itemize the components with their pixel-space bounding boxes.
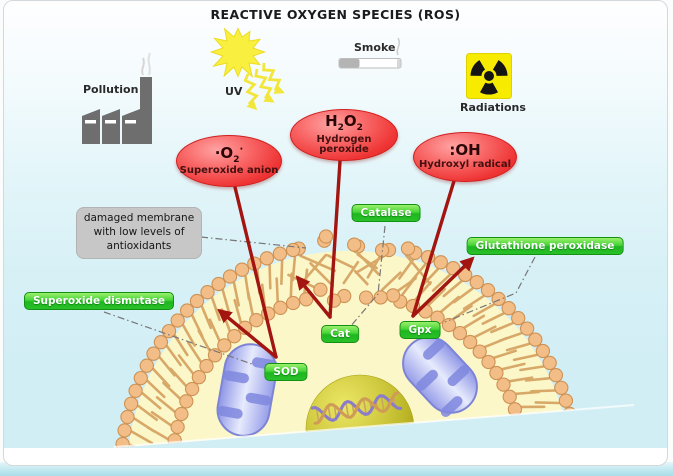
cigarette-icon bbox=[338, 37, 402, 69]
mitochondrion bbox=[402, 336, 478, 417]
peroxide-to-cat-line bbox=[328, 159, 342, 319]
superoxide-anion-bubble: ·O2· Superoxide anion bbox=[176, 135, 282, 187]
gpx-pill: Gpx bbox=[399, 321, 441, 339]
connector-lines bbox=[103, 225, 536, 365]
dna-icon bbox=[310, 391, 403, 425]
hydroxyl-to-gpx-line bbox=[411, 179, 456, 318]
sod-connector bbox=[103, 311, 253, 365]
hydroxyl-formula: :OH bbox=[449, 141, 481, 160]
note-line-1: damaged membrane bbox=[83, 212, 195, 225]
superoxide-dismutase-pill: Superoxide dismutase bbox=[24, 292, 174, 310]
smoke-label: Smoke bbox=[354, 41, 396, 54]
diagram-scene: REACTIVE OXYGEN SPECIES (ROS) Pollution … bbox=[4, 1, 667, 448]
note-connector bbox=[200, 236, 307, 249]
radiation-icon bbox=[466, 53, 512, 99]
uv-ray-arrow bbox=[254, 68, 275, 103]
cat-pill: Cat bbox=[321, 325, 359, 343]
glutathione-peroxidase-pill: Glutathione peroxidase bbox=[466, 237, 624, 255]
uv-label: UV bbox=[225, 85, 243, 98]
page-title: REACTIVE OXYGEN SPECIES (ROS) bbox=[210, 7, 461, 22]
hydroxyl-name: Hydroxyl radical bbox=[418, 159, 512, 171]
note-line-2: with low levels of bbox=[93, 226, 185, 239]
radiations-label: Radiations bbox=[460, 101, 526, 114]
superoxide-formula: ·O2· bbox=[214, 144, 244, 166]
catalase-connector bbox=[349, 225, 386, 328]
hydroxyl-radical-bubble: :OH Hydroxyl radical bbox=[413, 132, 517, 182]
superoxide-to-sod-line bbox=[232, 181, 278, 359]
uv-ray-arrow bbox=[262, 62, 285, 94]
peroxide-name: Hydrogen peroxide bbox=[316, 133, 372, 156]
pollution-label: Pollution bbox=[83, 83, 139, 96]
sod-pill: SOD bbox=[264, 363, 308, 381]
ros-arrows bbox=[217, 159, 475, 359]
diagram-graphics bbox=[82, 27, 667, 448]
factory-icon bbox=[82, 52, 152, 144]
uv-ray-arrow bbox=[243, 73, 259, 111]
peroxide-formula: H2O2 bbox=[325, 112, 363, 134]
sun-uv-icon bbox=[209, 27, 285, 111]
glutathione-connector bbox=[444, 256, 536, 323]
extracellular-space bbox=[114, 402, 667, 448]
catalase-pill: Catalase bbox=[351, 204, 421, 222]
damaged-membrane-note: damaged membrane with low levels of anti… bbox=[76, 207, 202, 259]
cat-defense-arrow bbox=[295, 275, 332, 319]
diagram-card: REACTIVE OXYGEN SPECIES (ROS) Pollution … bbox=[3, 0, 668, 466]
sod-defense-arrow bbox=[217, 308, 278, 359]
gpx-defense-arrow bbox=[411, 256, 475, 318]
hydrogen-peroxide-bubble: H2O2 Hydrogen peroxide bbox=[290, 109, 398, 161]
note-line-3: antioxidants bbox=[106, 239, 172, 252]
mitochondrion bbox=[216, 343, 278, 437]
superoxide-name: Superoxide anion bbox=[179, 165, 279, 177]
